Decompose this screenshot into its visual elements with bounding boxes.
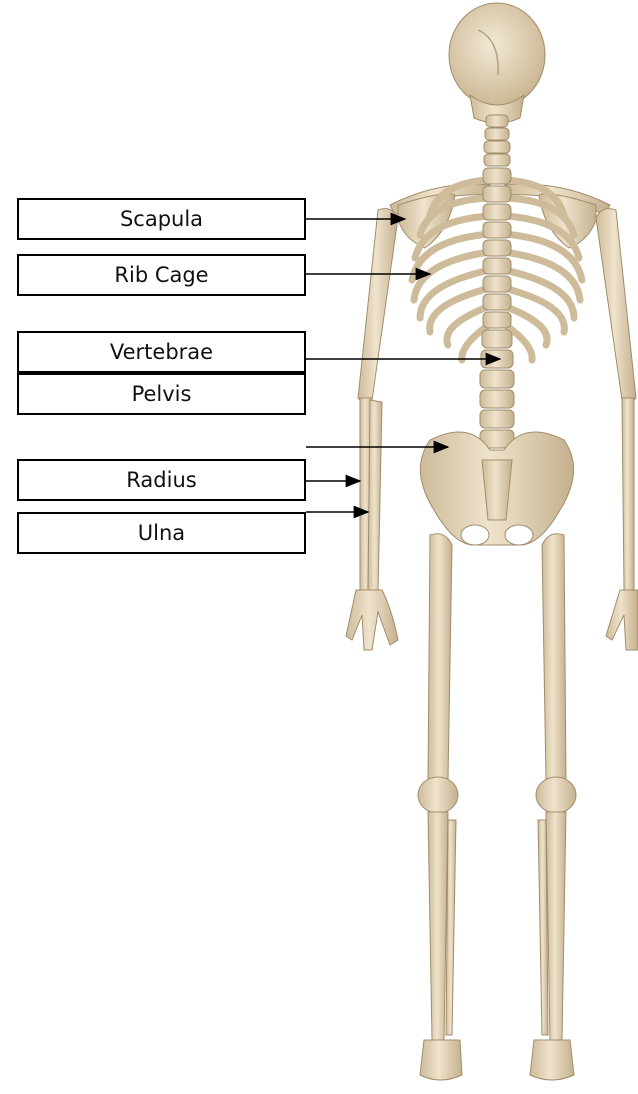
hand-right: [606, 590, 638, 650]
vertebral-column: [480, 168, 514, 448]
fibula-right: [538, 820, 548, 1035]
tibia-right: [546, 812, 566, 1040]
foot-right: [530, 1040, 574, 1080]
rib-cage-label: Rib Cage: [17, 254, 306, 296]
hand-left: [346, 590, 398, 650]
radius-label: Radius: [17, 459, 306, 501]
fibula-left: [446, 820, 456, 1035]
femur-left: [428, 534, 452, 783]
foot-left: [420, 1040, 462, 1080]
pelvis-label: Pelvis: [17, 373, 306, 415]
humerus-right: [596, 209, 636, 402]
radius-right: [622, 398, 634, 590]
ulna-label: Ulna: [17, 512, 306, 554]
tibia-left: [428, 812, 448, 1040]
ulna-left: [368, 400, 382, 592]
femur-right: [542, 534, 566, 783]
humerus-left: [358, 209, 398, 402]
skeleton-illustration: [346, 3, 638, 1080]
scapula-label: Scapula: [17, 198, 306, 240]
vertebrae-label: Vertebrae: [17, 331, 306, 373]
